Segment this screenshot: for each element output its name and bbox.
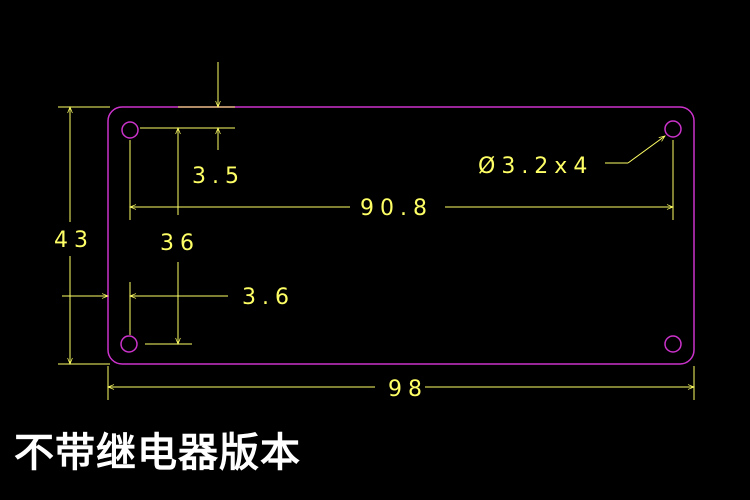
dim-text-90-8: 90.8 bbox=[360, 196, 433, 221]
hole-top-right bbox=[664, 120, 682, 138]
dim-text-98: 98 bbox=[388, 377, 428, 402]
plate-outline bbox=[107, 106, 695, 365]
dim-text-3-6: 3.6 bbox=[242, 285, 295, 310]
leader-hole-callout bbox=[627, 135, 666, 164]
hole-bottom-left bbox=[120, 335, 138, 353]
hole-top-left bbox=[121, 121, 139, 139]
dim-text-43: 43 bbox=[54, 228, 94, 253]
hole-callout-text: Ø3.2x4 bbox=[478, 154, 593, 179]
dim-text-3-5: 3.5 bbox=[192, 164, 245, 189]
drawing-caption: 不带继电器版本 bbox=[14, 430, 301, 476]
dim-text-36: 36 bbox=[160, 231, 200, 256]
hole-bottom-right bbox=[664, 335, 682, 353]
